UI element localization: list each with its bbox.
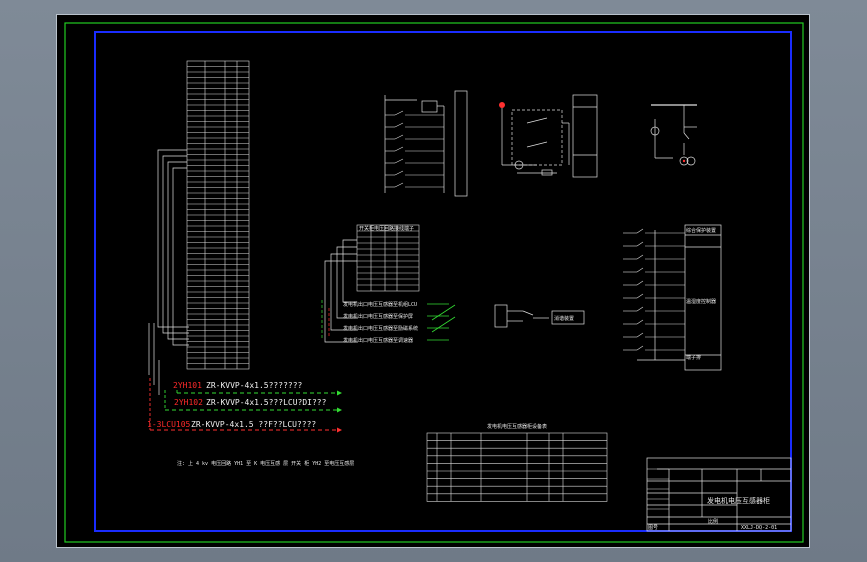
mid-lines: 发电机出口电压互感器至机组LCU 发电机出口电压互感器至保护屏 发电机出口电压互… [343, 301, 418, 344]
equipment-table [426, 432, 608, 502]
cable-tag-2: 2YH102 [174, 398, 203, 407]
mid-line-1: 发电机出口电压互感器至机组LCU [343, 301, 417, 308]
mid-terminal-table [356, 224, 420, 292]
blue-frame [94, 31, 792, 532]
drawing-note: 注: 上 4 kv 电压回路 YH1 至 K 电压互感 层 开关 柜 YH2 至… [177, 460, 354, 467]
mid-table-title: 开关柜电压回路接线端子 [359, 225, 414, 232]
terminal-strip-left [186, 60, 250, 370]
cable-spec-2: ZR-KVVP-4x1.5???LCU?DI??? [206, 398, 327, 407]
device-label-4: 端子排 [686, 354, 701, 361]
mid-line-3: 发电机出口电压互感器至励磁系统 [343, 325, 418, 332]
cable-fanout [148, 149, 189, 395]
control-circuit-rows [385, 110, 444, 188]
title-block-rows [647, 468, 669, 510]
drawing-canvas: 2YH101 ZR-KVVP-4x1.5??????? 2YH102 ZR-KV… [56, 14, 810, 548]
cable-spec-1: ZR-KVVP-4x1.5??????? [206, 381, 303, 390]
schematic-drawing: 2YH101 ZR-KVVP-4x1.5??????? 2YH102 ZR-KV… [64, 22, 804, 543]
protection-device [637, 224, 722, 371]
mid-line-2: 发电机出口电压互感器至保护屏 [343, 313, 413, 320]
protection-rows [623, 228, 685, 351]
cable-spec-3: ZR-KVVP-4x1.5 ??F??LCU???? [191, 420, 316, 429]
cable-leaders [149, 378, 342, 433]
mid-fanout [321, 239, 357, 343]
control-circuit [384, 90, 468, 197]
mid-arrows [427, 303, 456, 341]
cable-tag-1: 2YH101 [173, 381, 202, 390]
title-block-sheet-label: 图号 [648, 525, 658, 531]
equipment-table-title: 发电机电压互感器柜设备表 [487, 423, 547, 430]
device-label-3: 温湿度控制器 [686, 298, 716, 305]
device-label-2: 消谐装置 [554, 315, 574, 322]
title-block [646, 457, 792, 532]
cable-tag-3: 1-3LCU105 [147, 420, 191, 429]
green-frame [64, 22, 804, 543]
title-block-title: 发电机电压互感器柜 [707, 496, 770, 505]
primary-single-line [650, 104, 697, 166]
device-label-1: 综合保护装置 [686, 227, 716, 234]
aux-contact [494, 304, 585, 328]
tv-schematic [499, 94, 598, 178]
title-block-scale-label: 比例 [708, 518, 718, 525]
title-block-drawing-no: XXLJ-DQ-2-01 [741, 525, 777, 531]
mid-line-4: 发电机出口电压互感器至调速器 [343, 337, 413, 344]
